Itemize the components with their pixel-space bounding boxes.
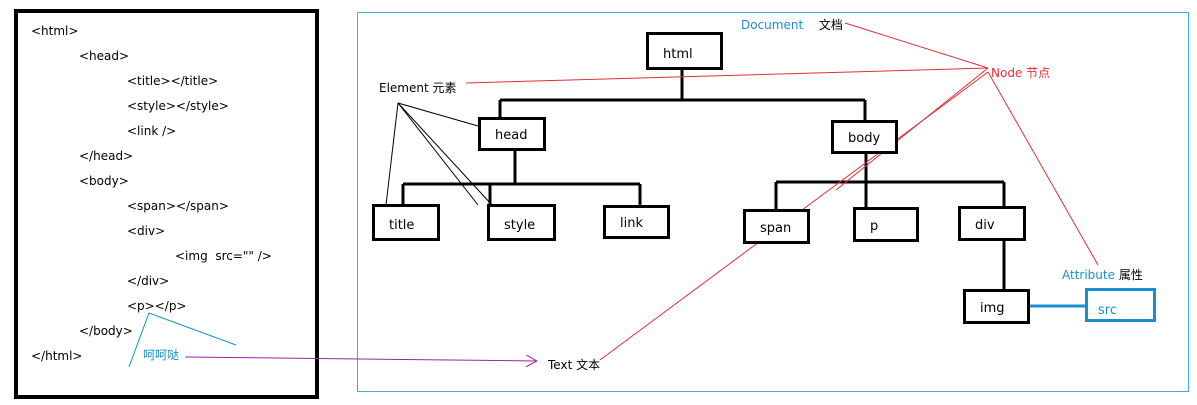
node-html: html [646, 32, 723, 70]
element-label-zh: 元素 [432, 81, 457, 95]
code-line-head-close: </head> [79, 149, 134, 163]
node-p-label: p [870, 219, 879, 234]
node-div-label: div [975, 218, 995, 233]
code-line-link: <link /> [127, 124, 177, 138]
node-body-label: body [848, 131, 881, 146]
text-label-en: Text [548, 358, 573, 372]
text-note: 呵呵哒 [143, 348, 180, 362]
node-title-label: title [389, 218, 415, 233]
code-line-body-close: </body> [79, 324, 133, 338]
text-label-zh: 文本 [576, 358, 601, 372]
document-label-en: Document [741, 18, 804, 32]
code-line-style: <style></style> [127, 99, 229, 113]
code-line-body-open: <body> [79, 174, 129, 188]
node-link-label: link [620, 216, 643, 231]
tree-edges [401, 68, 1006, 290]
text-pointer-shape [128, 312, 237, 368]
attribute-label-zh: 属性 [1118, 268, 1143, 282]
code-line-span: <span></span> [127, 199, 229, 213]
attribute-label-en: Attribute [1062, 268, 1115, 282]
element-label-en: Element [379, 81, 429, 95]
node-div: div [958, 206, 1026, 241]
node-span-label: span [760, 221, 792, 236]
code-line-html-open: <html> [31, 24, 79, 38]
node-style: style [487, 204, 556, 241]
node-img-label: img [980, 301, 1005, 316]
code-line-p: <p></p> [127, 299, 187, 313]
attribute-label: Attribute 属性 [1062, 266, 1143, 283]
node-img: img [963, 289, 1030, 324]
code-line-img: <img src="" /> [175, 249, 272, 263]
code-line-html-close: </html> [31, 349, 83, 363]
node-p: p [853, 207, 919, 242]
code-line-div-open: <div> [127, 224, 166, 238]
node-link: link [603, 205, 670, 239]
node-span: span [743, 209, 810, 244]
element-annotation-lines [385, 102, 493, 206]
node-title: title [372, 204, 440, 241]
attribute-src-box: src [1085, 288, 1156, 322]
attribute-src-label: src [1098, 303, 1117, 318]
node-head: head [478, 117, 546, 151]
node-html-label: html [663, 47, 693, 62]
text-arrow [184, 357, 537, 361]
diagram-frame [357, 12, 1189, 392]
code-line-div-close: </div> [127, 274, 170, 288]
document-label-zh: 文档 [818, 18, 843, 32]
document-label: Document 文档 [741, 16, 843, 33]
node-style-label: style [504, 218, 536, 233]
code-line-title: <title></title> [127, 74, 219, 88]
node-body: body [831, 120, 898, 154]
node-head-label: head [495, 128, 528, 143]
text-label: Text 文本 [548, 356, 600, 373]
code-line-head-open: <head> [79, 49, 130, 63]
code-panel [14, 9, 319, 399]
element-label: Element 元素 [379, 79, 457, 96]
node-label: Node 节点 [991, 66, 1051, 80]
